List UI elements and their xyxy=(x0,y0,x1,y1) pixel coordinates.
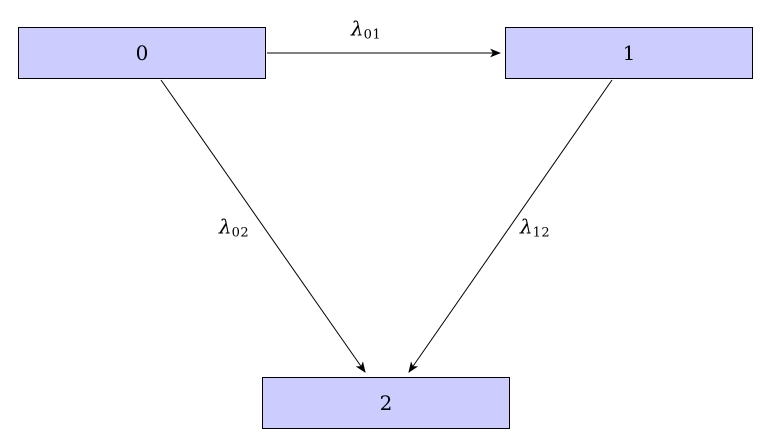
node-state-2: 2 xyxy=(262,377,510,429)
edge-1-to-2-arrow xyxy=(408,79,613,373)
edge-label-0-2: λ02 xyxy=(219,216,249,239)
lambda-symbol: λ xyxy=(519,214,533,239)
lambda-subscript: 01 xyxy=(363,27,382,43)
lambda-subscript: 12 xyxy=(532,225,551,241)
lambda-symbol: λ xyxy=(350,16,364,41)
lambda-symbol: λ xyxy=(218,214,232,239)
node-state-0: 0 xyxy=(18,27,266,79)
edge-0-to-2-arrow xyxy=(160,79,366,373)
edge-label-1-2: λ12 xyxy=(520,216,550,239)
node-state-1: 1 xyxy=(505,27,753,79)
node-state-2-label: 2 xyxy=(379,391,393,415)
lambda-subscript: 02 xyxy=(231,225,250,241)
node-state-0-label: 0 xyxy=(135,41,149,65)
edge-label-0-1: λ01 xyxy=(351,18,381,41)
node-state-1-label: 1 xyxy=(622,41,636,65)
